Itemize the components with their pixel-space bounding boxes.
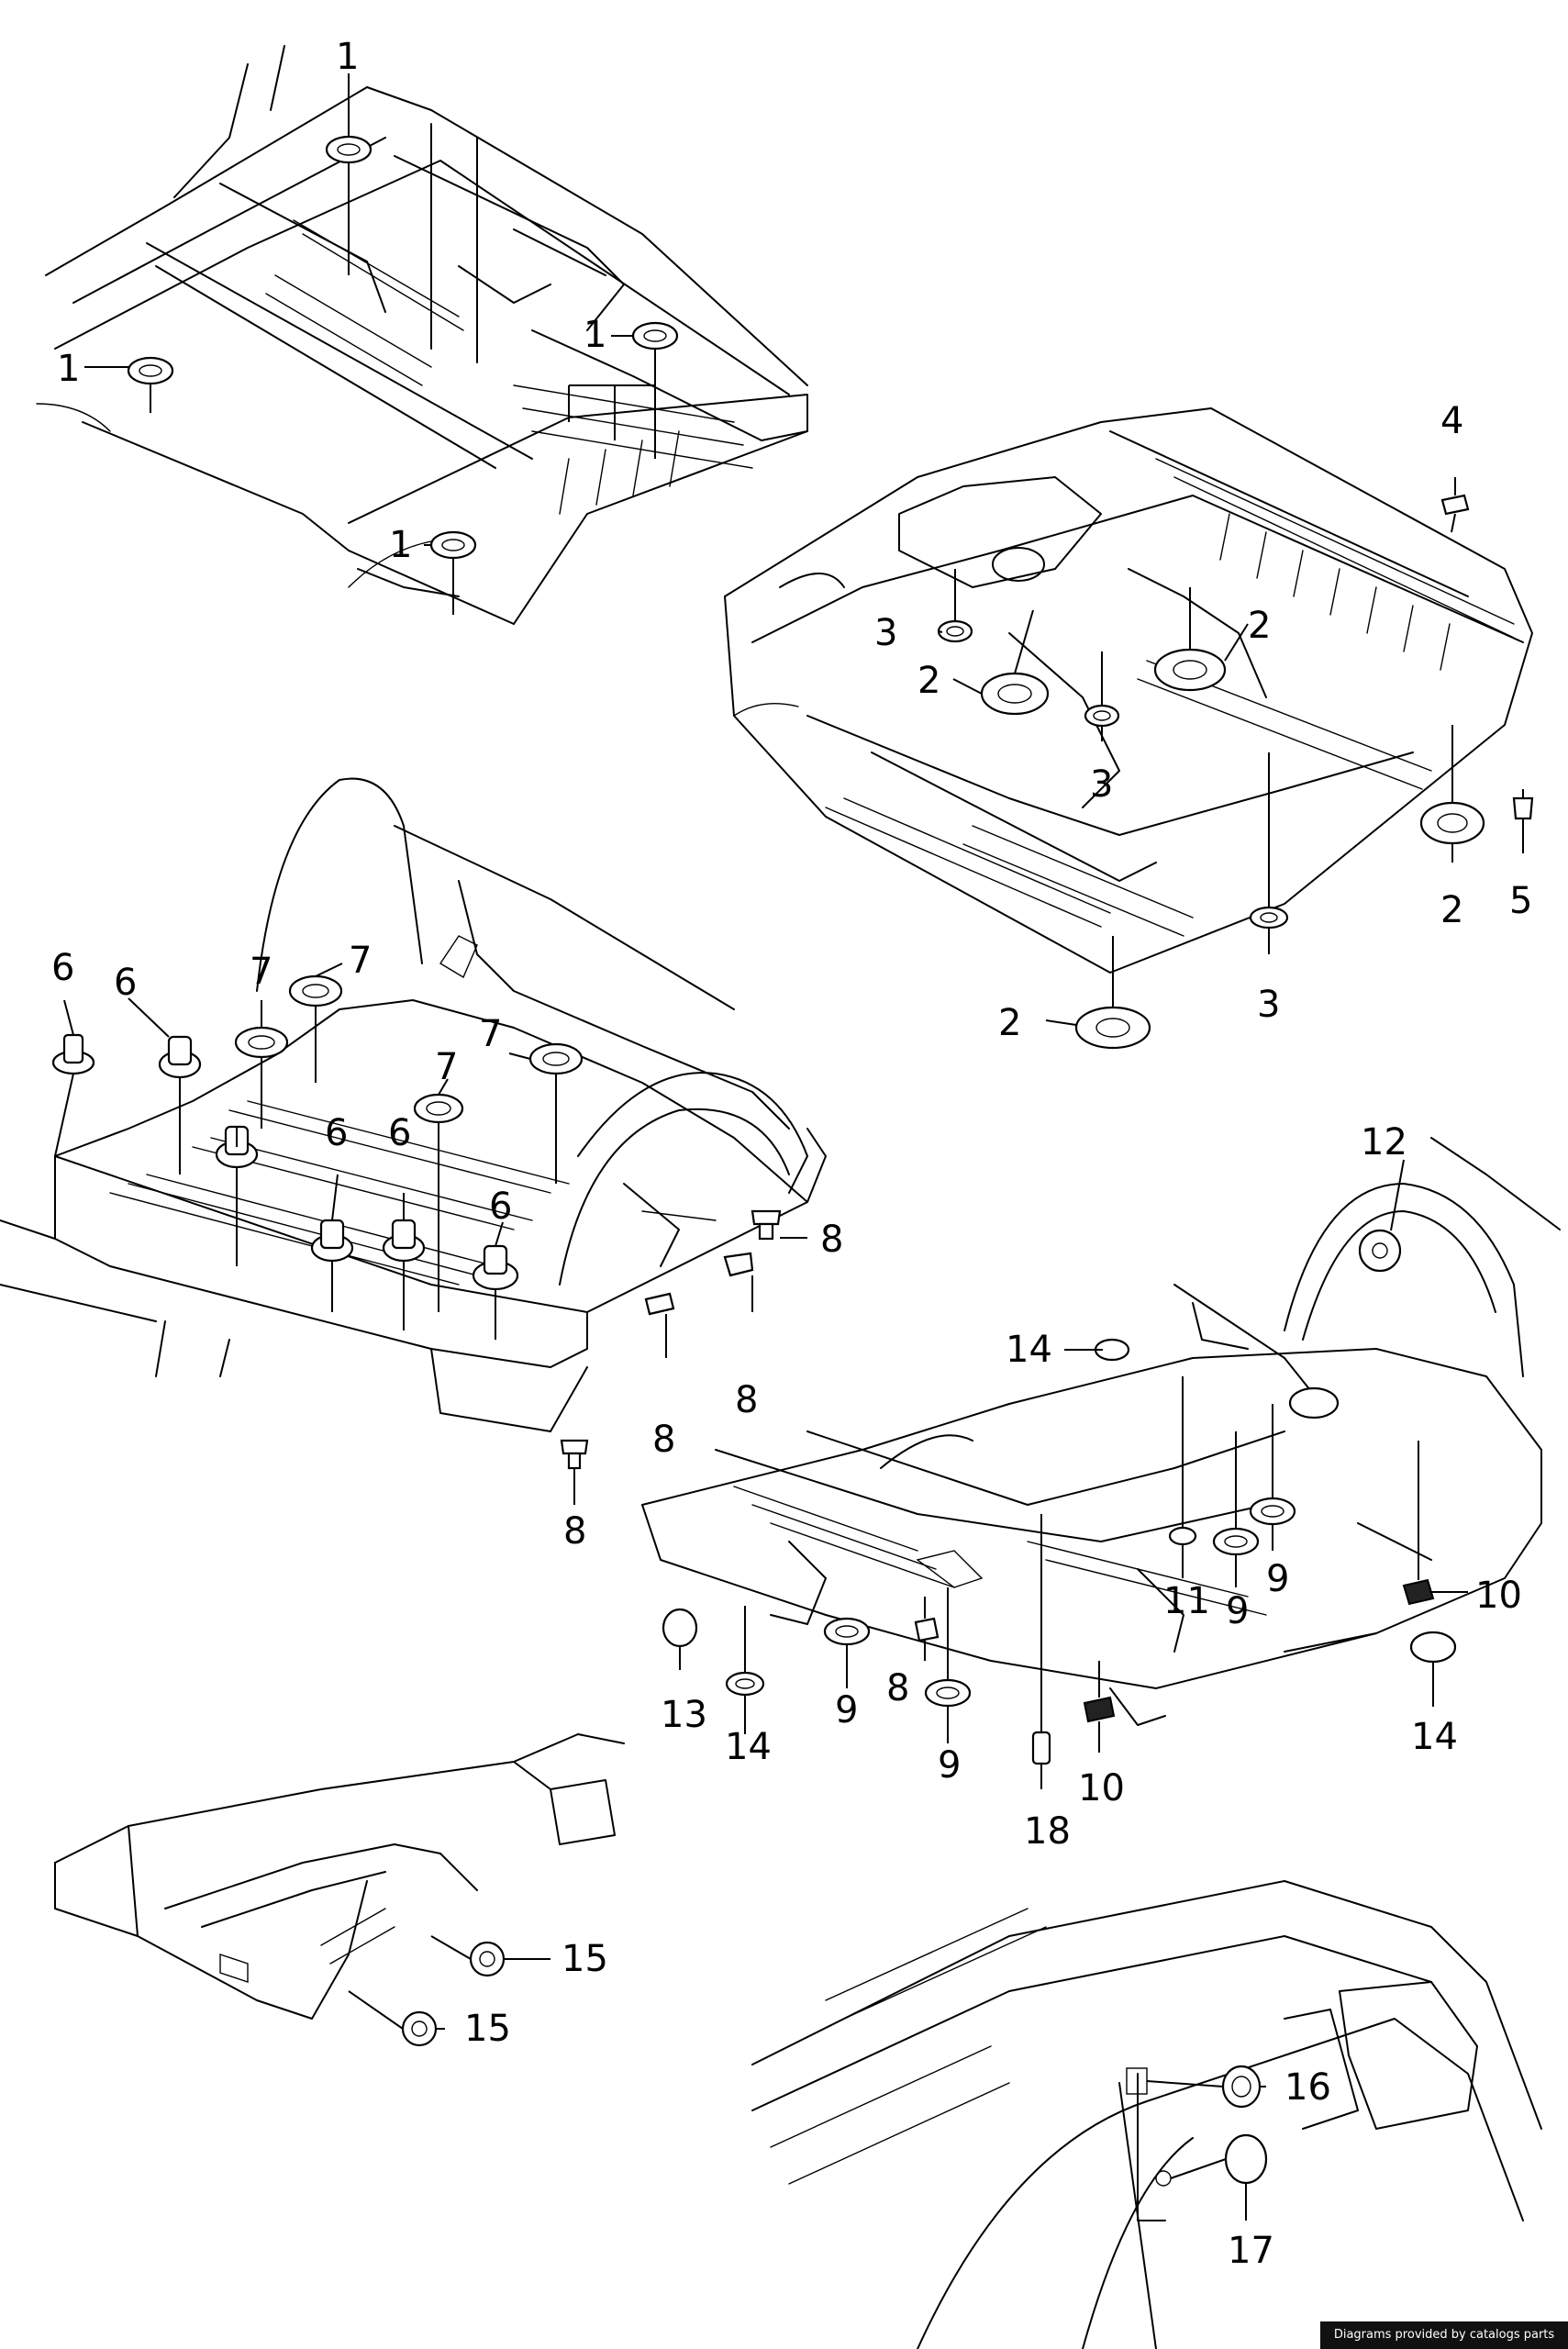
callout-15: 15 bbox=[464, 2008, 511, 2050]
callout-15: 15 bbox=[562, 1938, 608, 1980]
callout-7: 7 bbox=[479, 1013, 502, 1055]
callout-3: 3 bbox=[1090, 763, 1113, 806]
callout-18: 18 bbox=[1024, 1810, 1071, 1853]
door-opening-drawing bbox=[751, 1880, 1542, 2349]
rear-floor-drawing bbox=[0, 777, 827, 1432]
callout-17: 17 bbox=[1228, 2230, 1274, 2272]
callout-10: 10 bbox=[1475, 1575, 1522, 1617]
callout-14: 14 bbox=[1411, 1716, 1458, 1758]
callout-labels: 1 1 1 1 2 2 2 2 3 3 3 4 5 6 6 6 6 6 7 7 … bbox=[51, 36, 1532, 2272]
callout-8: 8 bbox=[886, 1667, 909, 1709]
callout-13: 13 bbox=[661, 1694, 707, 1736]
callout-2: 2 bbox=[998, 1002, 1021, 1044]
callout-11: 11 bbox=[1163, 1580, 1210, 1622]
callout-6: 6 bbox=[51, 947, 74, 989]
callout-3: 3 bbox=[874, 612, 897, 654]
callout-7: 7 bbox=[349, 940, 372, 982]
callout-10: 10 bbox=[1078, 1767, 1125, 1809]
callout-1: 1 bbox=[336, 36, 359, 78]
callout-14: 14 bbox=[1006, 1329, 1052, 1371]
callout-3: 3 bbox=[1257, 984, 1280, 1026]
callout-4: 4 bbox=[1440, 400, 1463, 442]
front-floor-pan-drawing bbox=[36, 45, 808, 625]
leader-lines bbox=[54, 73, 1524, 2221]
callout-7: 7 bbox=[250, 951, 272, 993]
callout-16: 16 bbox=[1284, 2066, 1331, 2109]
callout-12: 12 bbox=[1361, 1121, 1407, 1163]
callout-8: 8 bbox=[820, 1219, 843, 1261]
callout-6: 6 bbox=[388, 1112, 411, 1154]
callout-6: 6 bbox=[489, 1186, 512, 1228]
callout-9: 9 bbox=[835, 1689, 858, 1731]
callout-2: 2 bbox=[917, 660, 940, 702]
diagram-credit-footer[interactable]: Diagrams provided by catalogs parts bbox=[1320, 2321, 1568, 2349]
rear-underbody-drawing bbox=[641, 1137, 1561, 1726]
callout-8: 8 bbox=[652, 1419, 675, 1461]
callout-8: 8 bbox=[563, 1510, 586, 1553]
callout-9: 9 bbox=[1266, 1558, 1289, 1600]
callout-1: 1 bbox=[584, 314, 606, 356]
roof-trim-drawing bbox=[54, 1733, 625, 2020]
callout-1: 1 bbox=[389, 524, 412, 566]
callout-2: 2 bbox=[1440, 889, 1463, 931]
callout-9: 9 bbox=[1226, 1590, 1249, 1632]
center-floor-drawing bbox=[724, 407, 1533, 974]
callout-5: 5 bbox=[1509, 880, 1532, 922]
callout-8: 8 bbox=[735, 1379, 758, 1421]
callout-14: 14 bbox=[725, 1726, 772, 1768]
grommets bbox=[51, 135, 1534, 2187]
callout-2: 2 bbox=[1248, 605, 1271, 647]
callout-7: 7 bbox=[435, 1046, 458, 1088]
callout-1: 1 bbox=[57, 348, 80, 390]
callout-9: 9 bbox=[938, 1744, 961, 1787]
callout-6: 6 bbox=[325, 1112, 348, 1154]
callout-6: 6 bbox=[114, 962, 137, 1004]
